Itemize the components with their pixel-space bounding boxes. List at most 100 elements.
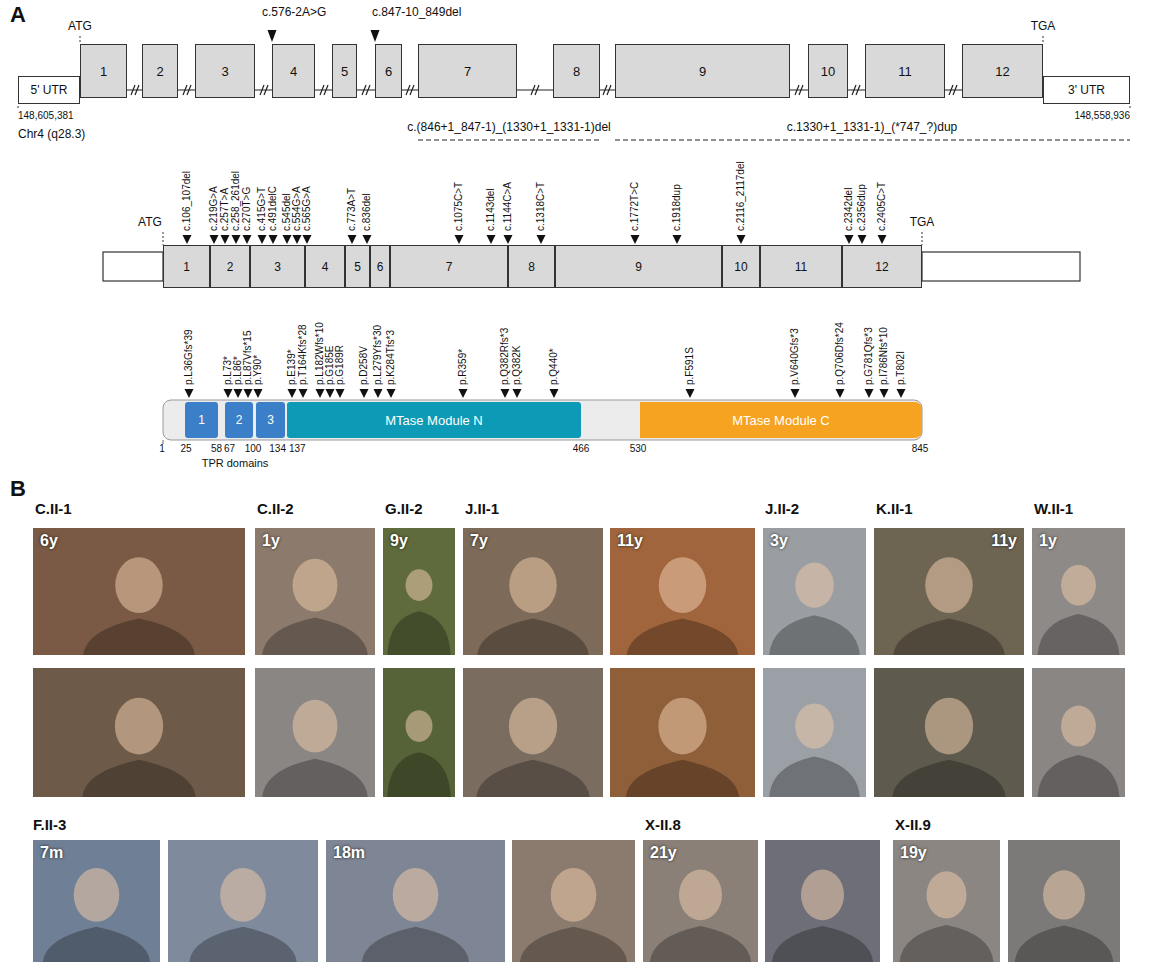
locus-label: Chr4 (q28.3) <box>18 128 85 142</box>
exon-box: 1 <box>80 44 127 98</box>
photo-panel: 19y <box>893 840 1000 962</box>
variant-marker <box>673 235 682 244</box>
panel-letter: A <box>10 2 26 27</box>
photo-panel <box>1032 668 1125 797</box>
photo-panel <box>383 668 455 797</box>
box-label: 10 <box>734 260 747 274</box>
position-label: 25 <box>180 443 191 455</box>
variant-marker <box>254 389 263 398</box>
photo-panel: 7y <box>463 528 603 655</box>
photo-panel <box>33 668 245 797</box>
age-label: 11y <box>617 532 643 550</box>
box-label: 4 <box>322 260 329 274</box>
variant-label: c.1772T>C <box>630 182 640 231</box>
exon-box: 5 <box>332 44 357 98</box>
exon-box: 9 <box>615 44 790 98</box>
exon-box: 11 <box>760 245 842 288</box>
position-label: 58 <box>211 443 222 455</box>
variant-marker <box>299 389 308 398</box>
variant-marker <box>371 30 380 42</box>
exon-box: 8 <box>508 245 555 288</box>
variant-label: c.1075C>T <box>454 182 464 231</box>
variant-marker <box>268 30 277 42</box>
patient-id: W.II-1 <box>1034 500 1073 517</box>
domain-box: 1 <box>185 402 218 438</box>
protein-variant-label: p.Y90* <box>253 355 263 385</box>
protein-variant-label: p.I786Nfs*10 <box>879 327 889 385</box>
box-label: 2 <box>156 64 163 79</box>
exon-box: 6 <box>375 44 402 98</box>
box-label: 5 <box>354 260 361 274</box>
photo-panel: 21y <box>643 840 758 962</box>
age-label: 7m <box>40 844 63 862</box>
protein-bar <box>163 400 922 440</box>
variant-label: c.415G>T <box>257 187 267 231</box>
variant-marker <box>686 389 695 398</box>
variant-marker <box>455 235 464 244</box>
variant-marker <box>258 235 267 244</box>
exon-box: 6 <box>370 245 390 288</box>
box-label: 11 <box>898 64 912 79</box>
photo-panel <box>763 668 866 797</box>
photo-figure <box>512 840 635 962</box>
variant-marker <box>269 235 278 244</box>
photo-figure <box>383 668 455 797</box>
protein-variant-label: p.Q440* <box>549 348 559 385</box>
exon-box: 10 <box>808 44 848 98</box>
photo-panel <box>255 668 375 797</box>
variant-marker <box>348 235 357 244</box>
photo-panel <box>610 668 755 797</box>
variant-marker <box>243 235 252 244</box>
box-label: 2 <box>227 260 234 274</box>
variant-label: c.2356dup <box>857 184 867 231</box>
exon-box: 11 <box>865 44 945 98</box>
photo-panel: 11y <box>874 528 1024 655</box>
box-label: 12 <box>875 260 888 274</box>
protein-variant-label: p.Q382K <box>512 346 522 385</box>
box-label: 6 <box>377 260 384 274</box>
variant-label: c.565G>A <box>302 186 312 231</box>
variant-label: c.2405C>T <box>877 182 887 231</box>
age-label: 3y <box>770 532 788 550</box>
photo-figure <box>463 668 603 797</box>
photo-figure <box>610 668 755 797</box>
protein-variant-label: p.V640Gfs*3 <box>790 328 800 385</box>
age-label: 9y <box>390 532 408 550</box>
variant-marker <box>880 389 889 398</box>
variant-marker <box>336 389 345 398</box>
domain-box: 2 <box>225 402 253 438</box>
variant-marker <box>550 389 559 398</box>
exon-box: 1 <box>163 245 210 288</box>
variant-marker <box>183 235 192 244</box>
domain-box: MTase Module N <box>287 402 581 438</box>
photo-figure <box>1008 840 1120 962</box>
variant-label: c.847-10_849del <box>372 6 461 20</box>
position-label: 1 <box>159 443 165 455</box>
codon-label: TGA <box>910 216 935 230</box>
variant-marker <box>293 235 302 244</box>
exon-box: 12 <box>962 44 1043 98</box>
box-label: 8 <box>573 64 580 79</box>
variant-marker <box>504 235 513 244</box>
age-label: 11y <box>991 532 1017 550</box>
variant-marker <box>537 235 546 244</box>
photo-panel: 3y <box>763 528 866 655</box>
variant-marker <box>459 389 468 398</box>
dotted-marker <box>18 36 1130 245</box>
age-label: 21y <box>650 844 677 862</box>
patient-id: J.II-2 <box>765 500 799 517</box>
variant-marker <box>244 389 253 398</box>
exon-box: 5 <box>345 245 370 288</box>
exon-box: 10 <box>722 245 760 288</box>
utr-box: 5' UTR <box>18 76 80 104</box>
protein-variant-label: p.K284Tfs*3 <box>386 330 396 385</box>
coordinate-label: 148,605,381 <box>18 110 74 122</box>
protein-variant-label: p.G185E <box>325 346 335 385</box>
age-label: 1y <box>1039 532 1057 550</box>
variant-marker <box>288 389 297 398</box>
variant-label: c.545del <box>282 193 292 231</box>
variant-marker <box>513 389 522 398</box>
patient-id: X-II.8 <box>645 816 681 833</box>
variant-label: c.1318C>T <box>536 182 546 231</box>
exon-box: 3 <box>250 245 305 288</box>
